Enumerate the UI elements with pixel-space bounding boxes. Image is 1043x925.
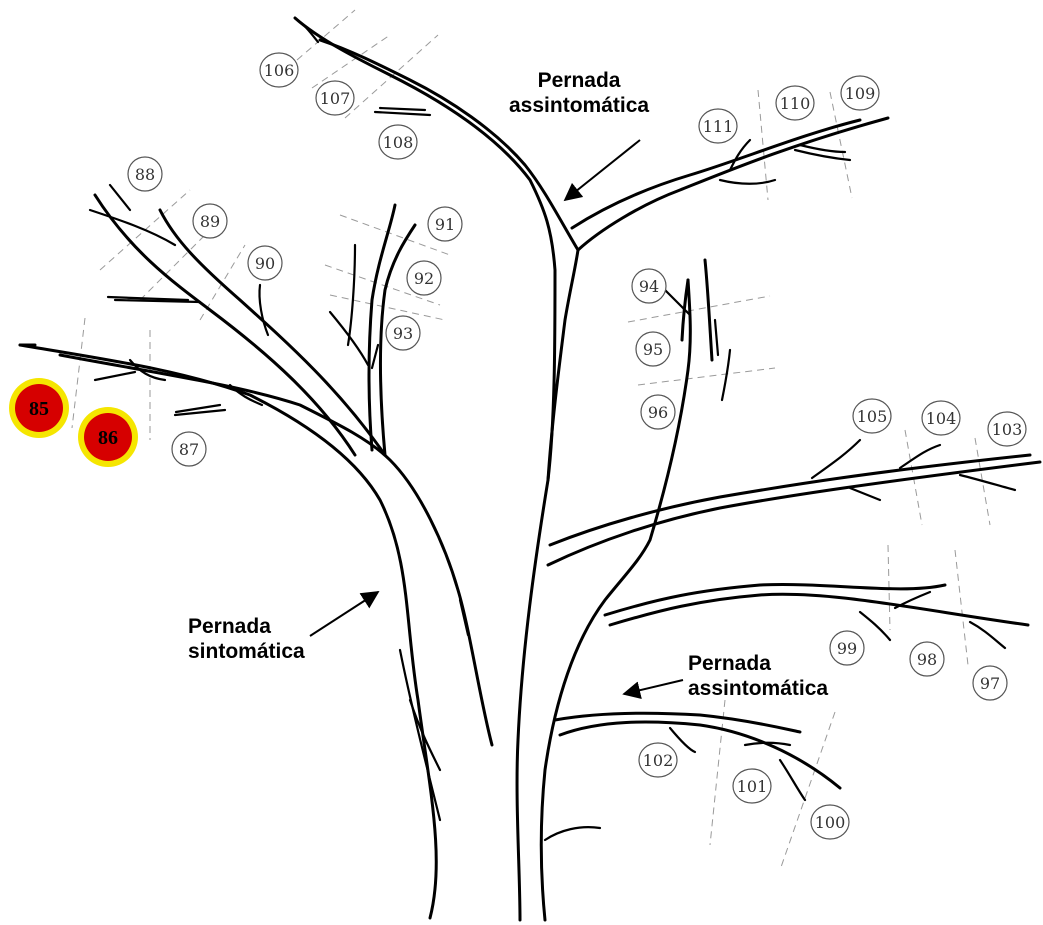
tag-96: 96 (641, 395, 675, 429)
tag-87: 87 (172, 432, 206, 466)
tag-label: 97 (980, 674, 1000, 693)
annotation-right-line2: assintomática (688, 676, 828, 701)
tag-label: 104 (926, 409, 957, 428)
tag-label: 99 (837, 639, 857, 658)
tag-88: 88 (128, 157, 162, 191)
tag-label: 101 (737, 777, 768, 796)
tag-label: 94 (639, 277, 659, 296)
tag-label: 93 (393, 324, 413, 343)
arrow-top (565, 140, 640, 200)
tag-95: 95 (636, 332, 670, 366)
tag-label: 103 (992, 420, 1023, 439)
tag-92: 92 (407, 261, 441, 295)
tag-label: 91 (435, 215, 455, 234)
tag-label: 105 (857, 407, 888, 426)
annotation-right: Pernada assintomática (688, 651, 828, 701)
tag-label: 106 (264, 61, 295, 80)
tag-label: 111 (703, 117, 734, 136)
tag-layer: 87 88 89 90 91 92 93 94 95 96 97 98 99 100 101 102 103 10… (128, 53, 1026, 839)
tag-91: 91 (428, 207, 462, 241)
arrow-left (310, 592, 378, 636)
tree-branches (20, 18, 1040, 920)
annotation-left: Pernada sintomática (188, 614, 305, 664)
annotation-arrows (310, 140, 683, 694)
tag-label: 102 (643, 751, 674, 770)
tag-106: 106 (260, 53, 298, 87)
tag-98: 98 (910, 642, 944, 676)
tag-93: 93 (386, 316, 420, 350)
annotation-right-line1: Pernada (688, 651, 828, 676)
tag-label: 92 (414, 269, 434, 288)
tag-103: 103 (988, 412, 1026, 446)
tag-label: 87 (179, 440, 199, 459)
tag-label: 110 (780, 94, 811, 113)
tag-110: 110 (776, 86, 814, 120)
tag-label: 100 (815, 813, 846, 832)
tag-label: 108 (383, 133, 414, 152)
tag-102: 102 (639, 743, 677, 777)
tag-label: 90 (255, 254, 275, 273)
tag-99: 99 (830, 631, 864, 665)
tag-105: 105 (853, 399, 891, 433)
annotation-left-line2: sintomática (188, 639, 305, 664)
highlight-label: 86 (98, 427, 118, 449)
tag-label: 96 (648, 403, 668, 422)
tag-label: 98 (917, 650, 937, 669)
tag-label: 109 (845, 84, 876, 103)
tag-109: 109 (841, 76, 879, 110)
highlight-layer: 85 86 (9, 378, 138, 467)
tag-90: 90 (248, 246, 282, 280)
highlighted-tag-85: 85 (9, 378, 69, 438)
tag-101: 101 (733, 769, 771, 803)
tag-label: 107 (320, 89, 351, 108)
tag-111: 111 (699, 109, 737, 143)
tag-label: 89 (200, 212, 220, 231)
cut-lines (72, 10, 990, 870)
highlight-label: 85 (29, 398, 49, 420)
arrow-right (624, 680, 683, 694)
tag-label: 88 (135, 165, 155, 184)
annotation-top-line1: Pernada (509, 68, 649, 93)
tag-94: 94 (632, 269, 666, 303)
tag-100: 100 (811, 805, 849, 839)
tag-label: 95 (643, 340, 663, 359)
tag-89: 89 (193, 204, 227, 238)
tag-108: 108 (379, 125, 417, 159)
annotation-top-line2: assintomática (509, 93, 649, 118)
tag-97: 97 (973, 666, 1007, 700)
annotation-left-line1: Pernada (188, 614, 305, 639)
tag-104: 104 (922, 401, 960, 435)
annotation-top: Pernada assintomática (509, 68, 649, 118)
tag-107: 107 (316, 81, 354, 115)
highlighted-tag-86: 86 (78, 407, 138, 467)
